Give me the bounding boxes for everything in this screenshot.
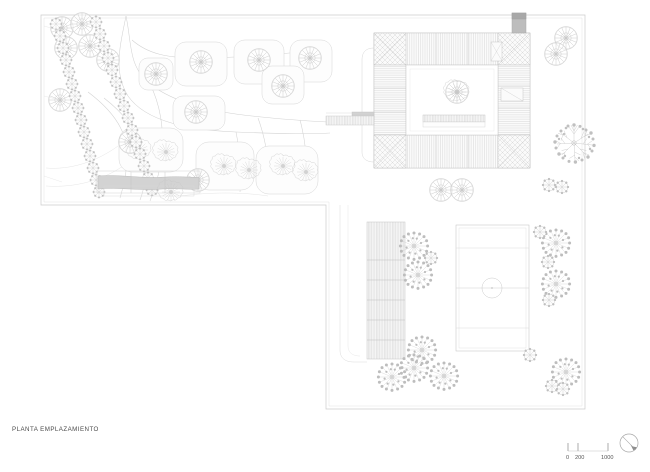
scale-tick-1000: 1000 — [601, 455, 614, 461]
tree-symbol — [70, 12, 94, 36]
tree-symbol — [184, 100, 208, 124]
scale-tick-0: 0 — [566, 455, 570, 461]
linear-pavilion — [339, 205, 406, 363]
park-landscape-west — [43, 12, 333, 202]
page-title: PLANTA EMPLAZAMIENTO — [12, 426, 99, 433]
central-courtyard — [405, 64, 499, 136]
sports-field — [455, 224, 530, 352]
pergola-structure — [96, 170, 201, 202]
scale-bar — [567, 443, 609, 452]
tree-symbol — [429, 178, 453, 202]
courtyard-building — [351, 12, 531, 169]
tree-symbol — [544, 42, 568, 66]
connector-walkway — [325, 112, 375, 126]
tree-symbol — [247, 48, 271, 72]
tree-symbol — [189, 50, 213, 74]
scale-tick-200: 200 — [575, 455, 585, 461]
tree-symbol — [271, 74, 295, 98]
tree-symbol — [298, 46, 322, 70]
north-arrow — [619, 433, 639, 453]
tree-symbol — [144, 62, 168, 86]
tree-symbol — [450, 178, 474, 202]
